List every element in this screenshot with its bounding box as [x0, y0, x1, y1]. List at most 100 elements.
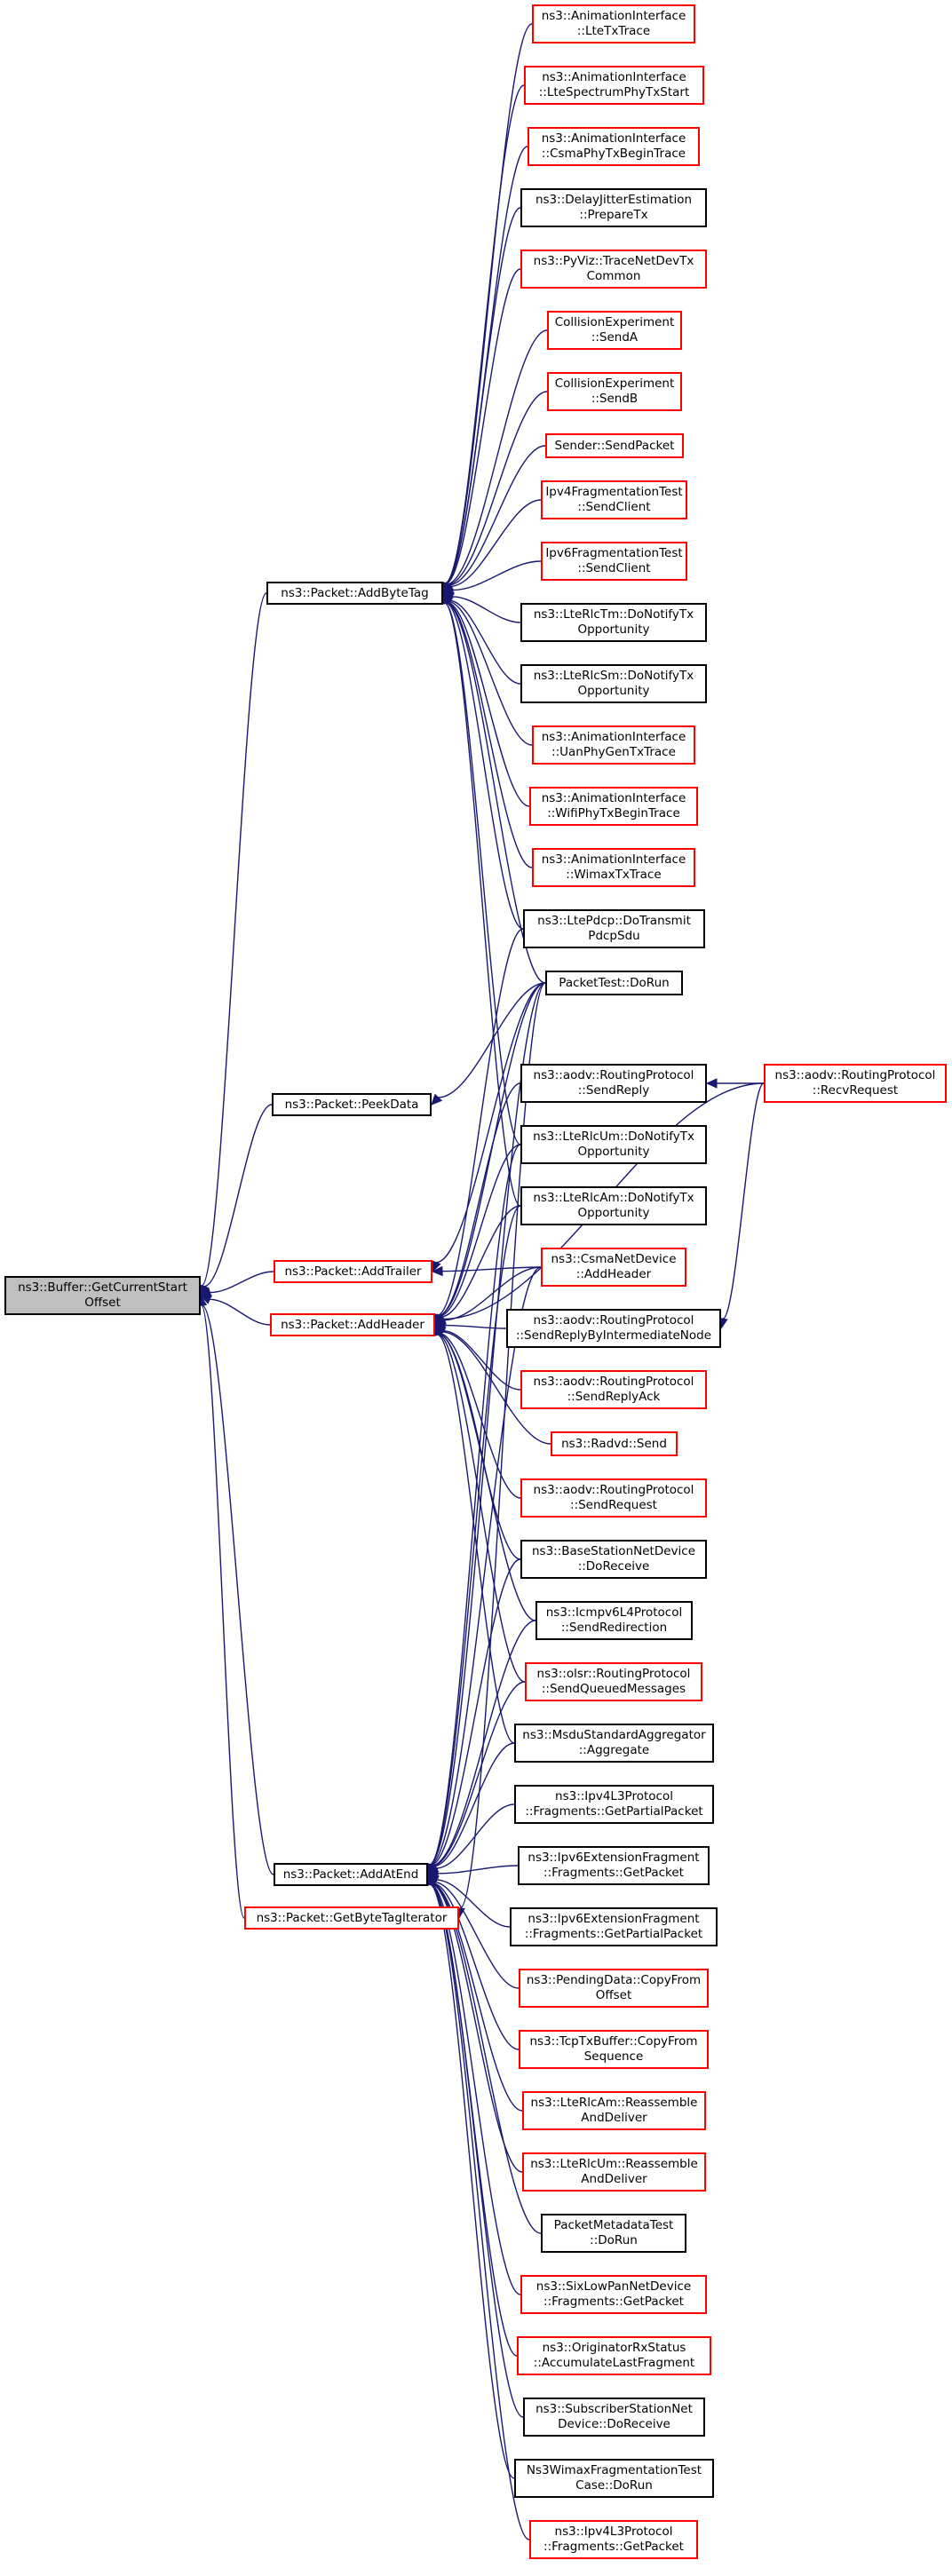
call-edge-ipv4l3_get-to-add_at_end	[429, 1883, 530, 2540]
call-edge-icmpv6_redirect-to-add_header	[438, 1333, 536, 1621]
call-edge-collision_b-to-add_byte_tag	[447, 391, 548, 585]
node-lte-rlc-tm-do-notify-tx-opportunity[interactable]: ns3::LteRlcTm::DoNotifyTx Opportunity	[520, 603, 707, 642]
call-edge-lte_rlc_um_tx-to-add_byte_tag	[443, 602, 521, 1145]
node-olsr-send-queued-messages[interactable]: ns3::olsr::RoutingProtocol ::SendQueuedM…	[525, 1662, 702, 1701]
node-animation-csma-phy-tx-begin-trace[interactable]: ns3::AnimationInterface ::CsmaPhyTxBegin…	[528, 127, 700, 166]
call-edge-anim_wimax-to-add_byte_tag	[446, 601, 533, 868]
call-edge-ipv4_frag_test-to-add_byte_tag	[449, 499, 542, 588]
call-edge-anim_lte_spectrum-to-add_byte_tag	[444, 84, 525, 584]
node-base-station-net-device-do-receive[interactable]: ns3::BaseStationNetDevice ::DoReceive	[520, 1540, 707, 1579]
call-edge-ss_netdevice-to-add_at_end	[429, 1883, 524, 2418]
node-packet-test-do-run[interactable]: PacketTest::DoRun	[545, 971, 683, 995]
node-packet-peek-data[interactable]: ns3::Packet::PeekData	[272, 1093, 432, 1116]
call-edge-olsr_queued-to-add_header	[437, 1333, 526, 1683]
node-ipv6-fragmentation-test-send-client[interactable]: Ipv6FragmentationTest ::SendClient	[541, 542, 687, 581]
call-edge-arrowhead	[199, 1295, 212, 1304]
call-edge-aodv_recv_request-to-aodv_reply_intermediate	[722, 1082, 765, 1320]
call-edge-arrowhead	[434, 1314, 447, 1326]
node-packet-add-byte-tag[interactable]: ns3::Packet::AddByteTag	[266, 582, 443, 605]
call-edge-arrowhead	[705, 1078, 718, 1089]
node-aodv-send-reply-by-intermediate-node[interactable]: ns3::aodv::RoutingProtocol ::SendReplyBy…	[506, 1309, 721, 1348]
node-subscriber-station-do-receive[interactable]: ns3::SubscriberStationNet Device::DoRece…	[523, 2398, 705, 2437]
node-ipv4-fragmentation-test-send-client[interactable]: Ipv4FragmentationTest ::SendClient	[541, 480, 687, 519]
call-edge-lte_rlc_am_tx-to-add_at_end	[429, 1205, 521, 1866]
call-edge-packet_metadata_test-to-add_at_end	[431, 1882, 542, 2234]
node-originator-rx-accumulate-last-fragment[interactable]: ns3::OriginatorRxStatus ::AccumulateLast…	[517, 2336, 711, 2375]
call-edge-lte_rlc_am_tx-to-add_header	[440, 1205, 521, 1318]
call-edge-get_byte_tag_iterator-to-root	[201, 1304, 245, 1919]
call-edge-lte_pdcp-to-add_header	[437, 928, 524, 1316]
call-edge-anim_lte_tx-to-add_byte_tag	[444, 23, 533, 584]
call-edge-packet_test-to-add_trailer	[435, 982, 546, 1264]
node-collision-experiment-send-a[interactable]: CollisionExperiment ::SendA	[547, 311, 682, 350]
node-animation-lte-spectrum-phy-tx-start[interactable]: ns3::AnimationInterface ::LteSpectrumPhy…	[524, 66, 704, 105]
node-animation-wifi-phy-tx-begin-trace[interactable]: ns3::AnimationInterface ::WifiPhyTxBegin…	[529, 787, 698, 826]
node-lte-rlc-am-reassemble-and-deliver[interactable]: ns3::LteRlcAm::Reassemble AndDeliver	[522, 2091, 706, 2130]
call-edge-anim_wifi-to-add_byte_tag	[446, 601, 530, 807]
call-edge-sixlowpan-to-add_at_end	[430, 1883, 521, 2295]
node-msdu-standard-aggregator-aggregate[interactable]: ns3::MsduStandardAggregator ::Aggregate	[514, 1724, 714, 1763]
node-animation-lte-tx-trace[interactable]: ns3::AnimationInterface ::LteTxTrace	[532, 4, 695, 44]
node-aodv-recv-request[interactable]: ns3::aodv::RoutingProtocol ::RecvRequest	[764, 1064, 947, 1103]
node-delay-jitter-prepare-tx[interactable]: ns3::DelayJitterEstimation ::PrepareTx	[520, 188, 707, 227]
node-lte-pdcp-do-transmit-pdcp-sdu[interactable]: ns3::LtePdcp::DoTransmit PdcpSdu	[523, 909, 705, 948]
call-edge-arrowhead	[431, 1093, 443, 1106]
call-edge-lte_rlc_um_tx-to-add_header	[439, 1144, 521, 1317]
node-aodv-send-reply[interactable]: ns3::aodv::RoutingProtocol ::SendReply	[520, 1064, 707, 1103]
call-edge-aodv_reply_ack-to-add_header	[442, 1329, 521, 1391]
node-icmpv6-send-redirection[interactable]: ns3::Icmpv6L4Protocol ::SendRedirection	[536, 1601, 693, 1640]
call-edge-lte_rlc_um_tx-to-add_at_end	[429, 1144, 521, 1866]
call-edge-add_at_end-to-root	[201, 1304, 274, 1875]
call-edge-packet_test-to-add_byte_tag	[445, 601, 546, 984]
node-lte-rlc-sm-do-notify-tx-opportunity[interactable]: ns3::LteRlcSm::DoNotifyTx Opportunity	[520, 664, 707, 703]
node-ipv6-extension-fragment-get-partial-packet[interactable]: ns3::Ipv6ExtensionFragment ::Fragments::…	[510, 1907, 718, 1946]
call-edge-arrowhead	[431, 1265, 443, 1277]
node-sixlowpan-get-packet[interactable]: ns3::SixLowPanNetDevice ::Fragments::Get…	[520, 2275, 707, 2314]
call-edge-lte_rlc_tm-to-add_byte_tag	[452, 596, 521, 623]
node-lte-rlc-um-do-notify-tx-opportunity[interactable]: ns3::LteRlcUm::DoNotifyTx Opportunity	[520, 1125, 707, 1164]
node-ipv4l3-get-partial-packet[interactable]: ns3::Ipv4L3Protocol ::Fragments::GetPart…	[514, 1785, 714, 1824]
call-edge-peek_data-to-root	[203, 1104, 273, 1288]
call-edge-pending_copy-to-add_at_end	[433, 1881, 520, 1989]
call-edge-packet_test-to-add_at_end	[429, 982, 546, 1866]
node-ipv4l3-get-packet[interactable]: ns3::Ipv4L3Protocol ::Fragments::GetPack…	[529, 2520, 698, 2559]
call-edge-add_byte_tag-to-root	[201, 592, 267, 1287]
node-packet-add-header[interactable]: ns3::Packet::AddHeader	[270, 1313, 435, 1336]
node-pending-data-copy-from-offset[interactable]: ns3::PendingData::CopyFrom Offset	[519, 1969, 709, 2008]
call-edge-tcp_copy-to-add_at_end	[432, 1882, 520, 2050]
node-lte-rlc-um-reassemble-and-deliver[interactable]: ns3::LteRlcUm::Reassemble AndDeliver	[522, 2152, 706, 2192]
node-lte-rlc-am-do-notify-tx-opportunity[interactable]: ns3::LteRlcAm::DoNotifyTx Opportunity	[520, 1186, 707, 1225]
node-animation-uan-phy-gen-tx-trace[interactable]: ns3::AnimationInterface ::UanPhyGenTxTra…	[532, 725, 695, 765]
call-edge-packet_test-to-get_byte_tag_iterator	[459, 982, 546, 1909]
call-edge-add_header-to-root	[210, 1298, 271, 1326]
node-radvd-send[interactable]: ns3::Radvd::Send	[551, 1431, 678, 1456]
call-edge-aodv_send_reply-to-add_header	[438, 1082, 521, 1317]
node-wimax-fragmentation-test-do-run[interactable]: Ns3WimaxFragmentationTest Case::DoRun	[514, 2459, 714, 2498]
node-ipv6-extension-fragment-get-packet[interactable]: ns3::Ipv6ExtensionFragment ::Fragments::…	[518, 1846, 710, 1885]
call-edge-lte_rlc_sm-to-add_byte_tag	[449, 599, 521, 685]
call-edge-wimax_frag_test-to-add_at_end	[429, 1883, 515, 2479]
call-edge-ipv6ext_get-to-add_at_end	[437, 1865, 519, 1875]
node-pyviz-trace-net-dev-tx-common[interactable]: ns3::PyViz::TraceNetDevTx Common	[520, 250, 707, 289]
call-edge-aodv_send_request-to-add_header	[439, 1333, 521, 1499]
call-edge-csma_add_header-to-add_trailer	[441, 1266, 542, 1272]
node-csma-net-device-add-header[interactable]: ns3::CsmaNetDevice ::AddHeader	[541, 1248, 686, 1287]
call-edge-lte_rlc_um_reassemble-to-add_at_end	[431, 1882, 523, 2173]
node-sender-send-packet[interactable]: Sender::SendPacket	[545, 433, 684, 458]
node-tcp-tx-buffer-copy-from-sequence[interactable]: ns3::TcpTxBuffer::CopyFrom Sequence	[519, 2030, 709, 2069]
node-collision-experiment-send-b[interactable]: CollisionExperiment ::SendB	[547, 372, 682, 411]
call-edge-collision_a-to-add_byte_tag	[446, 329, 548, 585]
call-edge-lte_rlc_am_reassemble-to-add_at_end	[431, 1882, 523, 2112]
node-aodv-send-reply-ack[interactable]: ns3::aodv::RoutingProtocol ::SendReplyAc…	[520, 1370, 707, 1409]
node-aodv-send-request[interactable]: ns3::aodv::RoutingProtocol ::SendRequest	[520, 1478, 707, 1518]
node-packet-metadata-test-do-run[interactable]: PacketMetadataTest ::DoRun	[541, 2214, 686, 2253]
call-edge-packet_test-to-add_header	[438, 982, 546, 1317]
call-edge-msdu_aggregate-to-add_at_end	[432, 1742, 515, 1867]
node-animation-wimax-tx-trace[interactable]: ns3::AnimationInterface ::WimaxTxTrace	[532, 848, 695, 887]
node-buffer-get-current-start-offset: ns3::Buffer::GetCurrentStart Offset	[4, 1276, 201, 1315]
node-packet-add-at-end[interactable]: ns3::Packet::AddAtEnd	[274, 1863, 428, 1886]
call-edge-radvd_send-to-add_header	[441, 1331, 551, 1445]
node-packet-get-byte-tag-iterator[interactable]: ns3::Packet::GetByteTagIterator	[244, 1906, 459, 1930]
node-packet-add-trailer[interactable]: ns3::Packet::AddTrailer	[274, 1260, 432, 1283]
